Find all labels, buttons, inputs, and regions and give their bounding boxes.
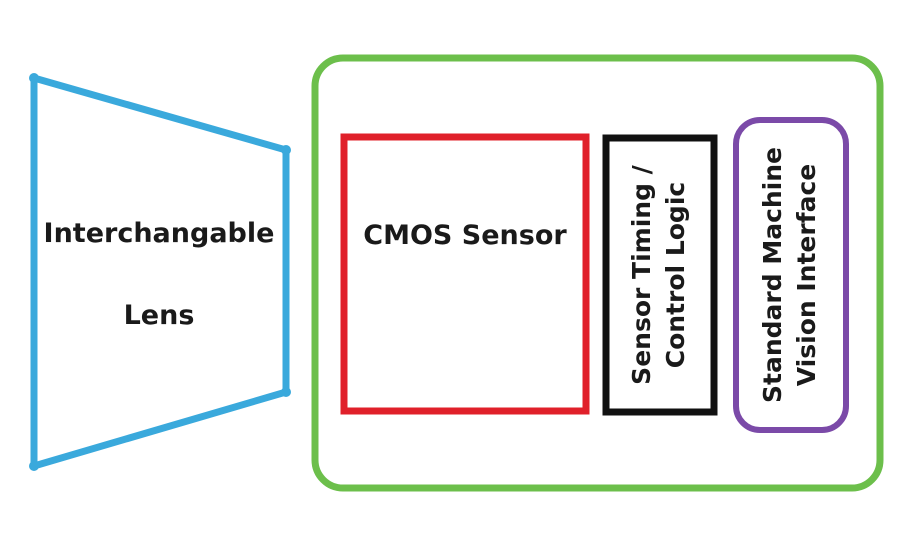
lens-block: Interchangable Lens — [29, 73, 291, 471]
timing-logic-label-line2: Control Logic — [661, 182, 690, 368]
vision-interface-label-line2: Vision Interface — [792, 164, 821, 386]
cmos-sensor-block: CMOS Sensor — [340, 133, 590, 415]
timing-logic-outline — [602, 134, 718, 416]
timing-logic-block: Sensor Timing / Control Logic — [602, 134, 718, 416]
lens-corner-dot — [29, 461, 39, 471]
lens-outline — [30, 74, 290, 470]
lens-label-line1: Interchangable — [44, 218, 275, 249]
lens-corner-dot — [29, 73, 39, 83]
vision-interface-block: Standard Machine Vision Interface — [733, 117, 849, 433]
lens-corner-dot — [281, 387, 291, 397]
vision-interface-outline — [733, 117, 849, 433]
cmos-sensor-outline — [340, 133, 590, 415]
lens-label-line2: Lens — [124, 300, 195, 331]
timing-logic-label-line1: Sensor Timing / — [627, 164, 656, 384]
cmos-sensor-label: CMOS Sensor — [363, 220, 567, 251]
camera-body-outline — [311, 54, 884, 492]
lens-corner-dot — [281, 145, 291, 155]
vision-interface-label-line1: Standard Machine — [758, 147, 787, 403]
